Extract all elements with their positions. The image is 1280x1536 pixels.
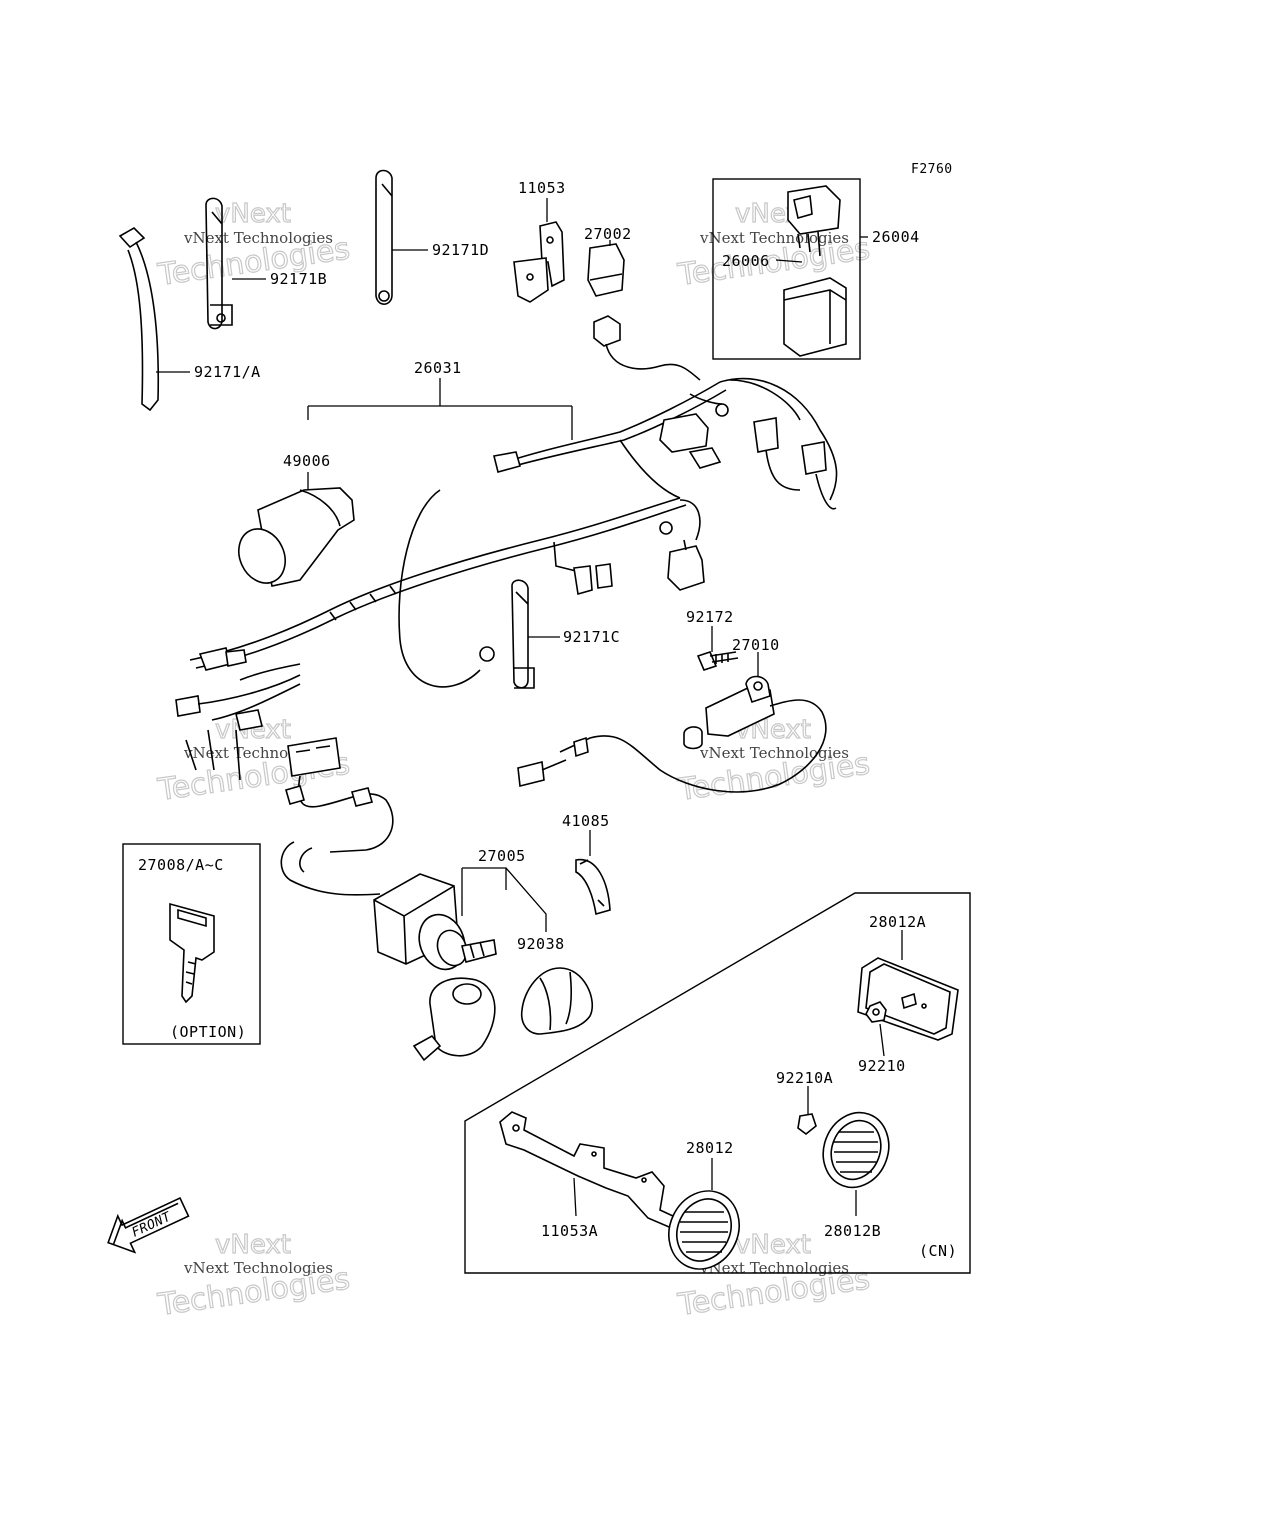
- label-92210A: 92210A: [776, 1069, 833, 1087]
- cap-92038[interactable]: [520, 967, 594, 1035]
- reflector-28012B[interactable]: [813, 1103, 899, 1216]
- diagram-code: F2760: [911, 162, 953, 177]
- clamp-92171D[interactable]: [375, 169, 428, 305]
- watermark: vNext Technologies vNext Technologies: [675, 198, 873, 293]
- cable-tie-92171A[interactable]: [118, 227, 190, 412]
- box-cn: [464, 892, 971, 1274]
- bracket-27005: [461, 867, 547, 932]
- key-27008[interactable]: [169, 902, 215, 1004]
- switch-27010[interactable]: [517, 652, 827, 793]
- reflector-28012[interactable]: [656, 1158, 751, 1281]
- front-label: FRONT: [130, 1209, 175, 1240]
- label-92172: 92172: [686, 608, 734, 626]
- label-26004: 26004: [872, 228, 920, 246]
- watermark-small: vNext: [215, 1230, 291, 1260]
- label-26031: 26031: [414, 359, 462, 377]
- front-arrow-icon: FRONT: [107, 1196, 190, 1254]
- box-27008-option: [122, 843, 261, 1045]
- label-27002: 27002: [584, 225, 632, 243]
- watermark-line: vNext Technologies: [183, 1259, 333, 1277]
- clamp-92171B[interactable]: [205, 197, 266, 330]
- label-27005: 27005: [478, 847, 526, 865]
- relay-27002[interactable]: [587, 240, 701, 381]
- label-27010: 27010: [732, 636, 780, 654]
- relay-26004[interactable]: [783, 185, 868, 357]
- label-11053: 11053: [518, 179, 566, 197]
- label-28012B: 28012B: [824, 1222, 881, 1240]
- label-11053A: 11053A: [541, 1222, 598, 1240]
- watermark-line: vNext Technologies: [699, 229, 849, 247]
- bracket-11053A[interactable]: [499, 1111, 688, 1231]
- clamp-92171C[interactable]: [511, 579, 560, 689]
- wiring-harness-26031[interactable]: [175, 377, 838, 896]
- label-27008: 27008/A~C: [138, 856, 224, 874]
- label-92171D: 92171D: [432, 241, 489, 259]
- label-92171B: 92171B: [270, 270, 327, 288]
- watermark: vNext Technologies vNext Technologies: [155, 1229, 353, 1323]
- watermark-line: vNext Technologies: [699, 744, 849, 762]
- label-28012A: 28012A: [869, 913, 926, 931]
- bracket-11053[interactable]: [513, 198, 565, 303]
- cover-41085[interactable]: [575, 830, 611, 916]
- bracket-26031: [307, 378, 573, 440]
- bolt-92172[interactable]: [696, 626, 739, 671]
- label-92171A: 92171/A: [194, 363, 261, 381]
- cover-49006[interactable]: [230, 487, 355, 591]
- label-28012: 28012: [686, 1139, 734, 1157]
- label-option: (OPTION): [170, 1023, 246, 1041]
- label-41085: 41085: [562, 812, 610, 830]
- label-92038: 92038: [517, 935, 565, 953]
- label-cn: (CN): [919, 1242, 957, 1260]
- watermark-small: vNext: [735, 1230, 811, 1260]
- label-92171C: 92171C: [563, 628, 620, 646]
- label-49006: 49006: [283, 452, 331, 470]
- ignition-switch-27005[interactable]: [373, 873, 497, 1062]
- watermarks: vNext Technologies vNext Technologies vN…: [155, 198, 873, 1323]
- nut-92210[interactable]: [865, 1001, 887, 1057]
- watermark: vNext Technologies vNext Technologies: [675, 714, 873, 808]
- label-26006: 26006: [722, 252, 770, 270]
- watermark-small: vNext: [215, 199, 291, 229]
- watermark-line: vNext Technologies: [183, 229, 333, 247]
- leader-26006: [775, 259, 803, 263]
- box-26004: [712, 178, 861, 360]
- reflector-28012A[interactable]: [857, 930, 959, 1041]
- nut-92210A[interactable]: [797, 1086, 817, 1136]
- label-92210: 92210: [858, 1057, 906, 1075]
